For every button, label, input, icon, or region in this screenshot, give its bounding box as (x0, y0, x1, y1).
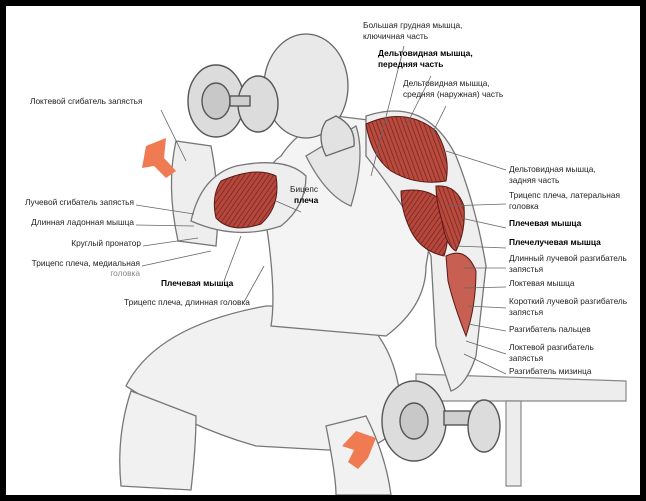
upper-dumbbell (187, 64, 279, 138)
head (263, 33, 355, 157)
label-flexor-carpi-ulnaris: Локтевой сгибатель запястья (30, 96, 143, 106)
label-palmaris-longus: Длинная ладонная мышца (31, 217, 134, 227)
right-brachialis-muscle (435, 185, 465, 252)
right-deltoid-muscle (365, 115, 448, 183)
lower-dumbbell (381, 380, 501, 462)
label-anconeus: Локтевая мышца (509, 278, 575, 288)
label-triceps-medial: Трицепс плеча, медиальная (31, 258, 140, 268)
anatomy-illustration (119, 33, 627, 495)
upper-arrow (142, 138, 176, 178)
label-flexor-carpi-radialis: Лучевой сгибатель запястья (25, 197, 134, 207)
label-pronator-teres: Круглый пронатор (71, 238, 141, 248)
label-triceps-long: Трицепс плеча, длинная головка (124, 297, 250, 307)
label-deltoid-middle: Дельтовидная мышца, средняя (наружная) ч… (403, 78, 504, 99)
label-brachialis-left: Плечевая мышца (161, 278, 234, 288)
left-biceps-muscle (213, 171, 278, 229)
label-brachioradialis: Плечелучевая мышца (509, 237, 601, 247)
label-brachialis-right: Плечевая мышца (509, 218, 582, 228)
label-ecu: Локтевой разгибатель запястья (509, 342, 594, 363)
label-pectoralis: Большая грудная мышца, ключичная часть (363, 20, 463, 41)
label-triceps-lateral: Трицепс плеча, латеральная головка (509, 190, 620, 211)
label-extensor-digiti-minimi: Разгибатель мизинца (509, 366, 592, 376)
label-biceps: Бицепс (290, 184, 318, 194)
right-triceps-muscle (400, 189, 449, 257)
label-ecrb: Короткий лучевой разгибатель запястья (509, 296, 628, 317)
label-deltoid-front: Дельтовидная мышца, передняя часть (378, 48, 473, 69)
label-deltoid-rear: Дельтовидная мышца, задняя часть (509, 164, 596, 185)
label-ecrl: Длинный лучевой разгибатель запястья (509, 253, 627, 274)
label-triceps-medial-cont: головка (110, 268, 140, 278)
bench (415, 373, 627, 487)
label-biceps-cont: плеча (294, 195, 319, 205)
label-extensor-digitorum: Разгибатель пальцев (509, 324, 591, 334)
motion-arrows (142, 138, 376, 469)
lower-arrow (342, 431, 376, 469)
leader-lines (135, 45, 507, 375)
illustration-canvas: Локтевой сгибатель запястья Лучевой сгиб… (6, 6, 640, 495)
right-forearm-muscle (445, 252, 477, 338)
